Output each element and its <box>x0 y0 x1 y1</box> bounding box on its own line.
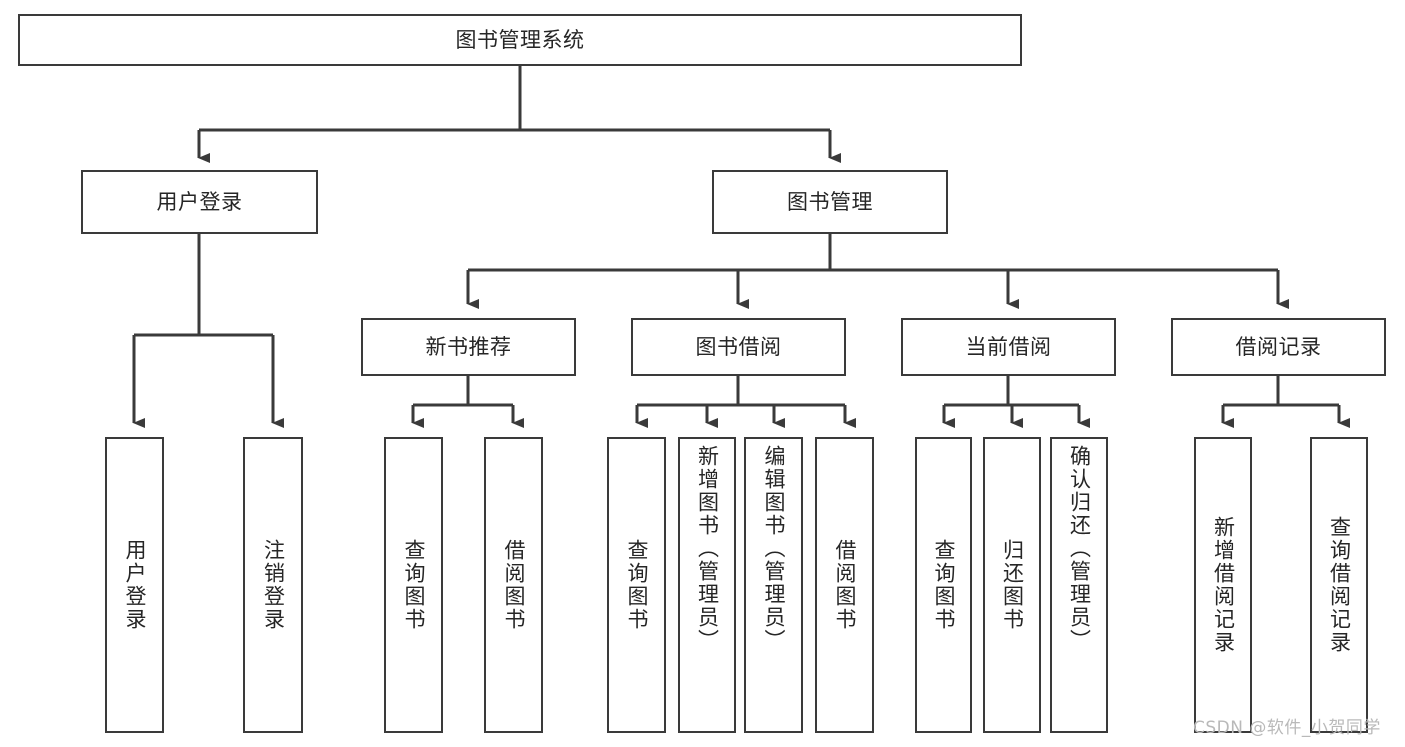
node-leaf-edit-book[interactable]: 编辑图书（管理员） <box>744 437 803 733</box>
node-leaf-query-book-2[interactable]: 查询图书 <box>607 437 666 733</box>
node-leaf-return-book[interactable]: 归还图书 <box>983 437 1041 733</box>
csdn-watermark: CSDN @软件_小贺同学 <box>1193 718 1381 738</box>
node-leaf-query-book-1-label: 查询图书 <box>402 539 426 631</box>
node-root[interactable]: 图书管理系统 <box>18 14 1022 66</box>
node-leaf-logout-label: 注销登录 <box>261 539 286 631</box>
node-leaf-query-book-1[interactable]: 查询图书 <box>384 437 443 733</box>
node-leaf-add-book[interactable]: 新增图书（管理员） <box>678 437 736 733</box>
node-leaf-borrow-book-2-label: 借阅图书 <box>833 539 857 631</box>
node-leaf-query-record[interactable]: 查询借阅记录 <box>1310 437 1368 733</box>
node-leaf-confirm-return-label: 确认归还（管理员） <box>1067 445 1092 652</box>
node-leaf-query-record-label: 查询借阅记录 <box>1327 516 1352 654</box>
node-leaf-borrow-book-1[interactable]: 借阅图书 <box>484 437 543 733</box>
node-leaf-query-book-2-label: 查询图书 <box>625 539 649 631</box>
node-leaf-return-book-label: 归还图书 <box>1000 539 1025 631</box>
node-leaf-borrow-book-2[interactable]: 借阅图书 <box>815 437 874 733</box>
node-leaf-add-record-label: 新增借阅记录 <box>1211 516 1236 654</box>
node-root-label: 图书管理系统 <box>455 27 585 52</box>
node-borrow-record-label: 借阅记录 <box>1235 334 1322 359</box>
node-leaf-user-login[interactable]: 用户登录 <box>105 437 164 733</box>
node-new-book-recommend-label: 新书推荐 <box>425 334 512 359</box>
node-borrow-record[interactable]: 借阅记录 <box>1171 318 1386 376</box>
node-user-login[interactable]: 用户登录 <box>81 170 318 234</box>
node-current-borrow[interactable]: 当前借阅 <box>901 318 1116 376</box>
node-leaf-user-login-label: 用户登录 <box>123 539 147 631</box>
node-book-borrow[interactable]: 图书借阅 <box>631 318 846 376</box>
node-new-book-recommend[interactable]: 新书推荐 <box>361 318 576 376</box>
node-book-manage[interactable]: 图书管理 <box>712 170 948 234</box>
node-leaf-query-book-3-label: 查询图书 <box>932 539 956 631</box>
node-leaf-borrow-book-1-label: 借阅图书 <box>502 539 526 631</box>
node-leaf-edit-book-label: 编辑图书（管理员） <box>762 445 786 652</box>
node-user-login-label: 用户登录 <box>156 189 243 214</box>
node-leaf-logout[interactable]: 注销登录 <box>243 437 303 733</box>
node-book-manage-label: 图书管理 <box>787 189 873 214</box>
node-book-borrow-label: 图书借阅 <box>695 334 782 359</box>
node-current-borrow-label: 当前借阅 <box>965 334 1052 359</box>
node-leaf-confirm-return[interactable]: 确认归还（管理员） <box>1050 437 1108 733</box>
node-leaf-add-record[interactable]: 新增借阅记录 <box>1194 437 1252 733</box>
node-leaf-query-book-3[interactable]: 查询图书 <box>915 437 972 733</box>
node-leaf-add-book-label: 新增图书（管理员） <box>695 445 720 652</box>
